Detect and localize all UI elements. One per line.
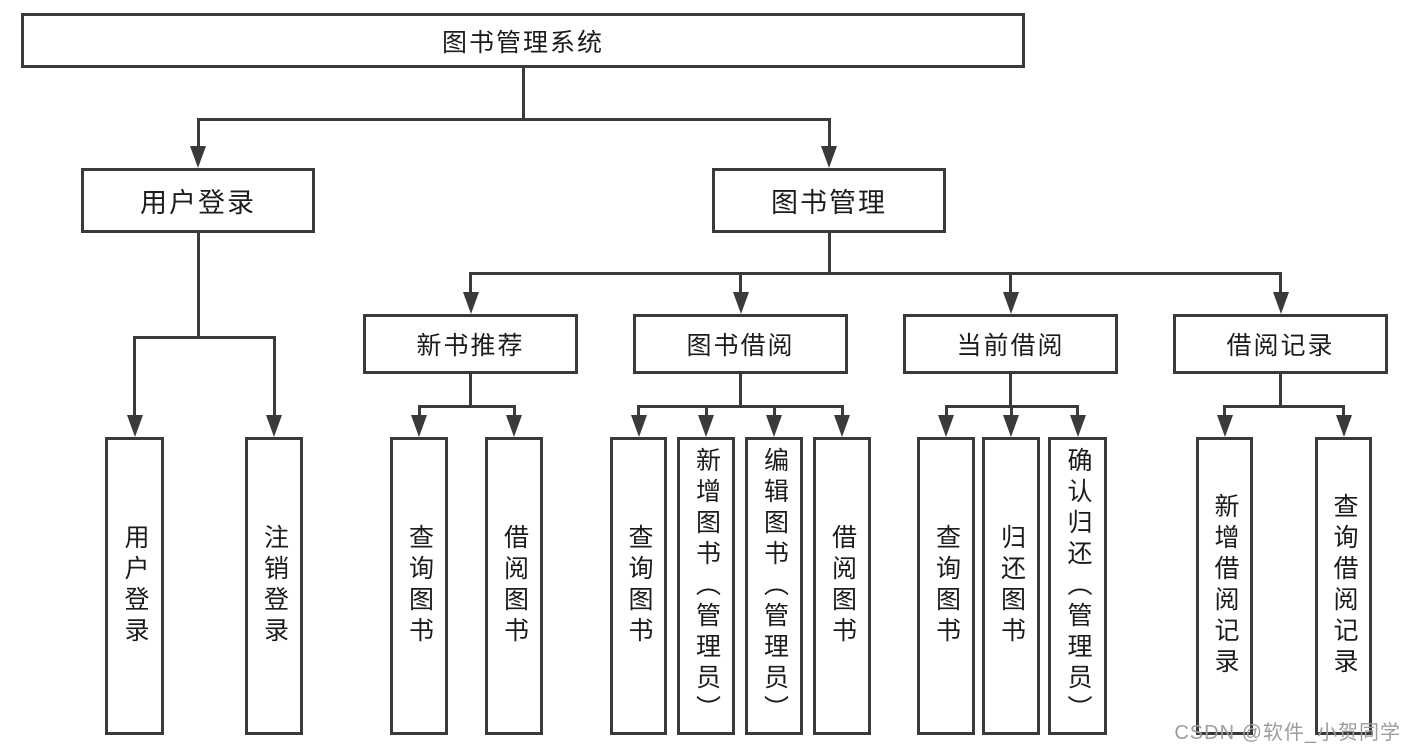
node-label-borrow-edit-books: 编辑图书（管理员） xyxy=(760,446,789,726)
node-new-book-recommend: 新书推荐 xyxy=(363,314,578,374)
arrow-down-icon-book-management xyxy=(821,146,837,168)
node-label-borrow-add-books: 新增图书（管理员） xyxy=(692,446,721,726)
connector-bar-book-borrowing xyxy=(637,405,844,408)
connector-drop-borrow-borrow-books xyxy=(840,405,844,419)
arrow-down-icon-records-query-record xyxy=(1335,415,1352,437)
node-label-records-add-record: 新增借阅记录 xyxy=(1211,493,1239,679)
connector-drop-current-return-books xyxy=(1009,405,1013,419)
connector-drop-borrowing-records xyxy=(1279,272,1282,296)
arrow-down-icon-borrow-query-books xyxy=(630,415,647,437)
node-current-borrowing: 当前借阅 xyxy=(903,314,1118,374)
connector-stem-root xyxy=(521,68,525,121)
watermark: CSDN @软件_小贺同学 xyxy=(1174,722,1401,744)
node-label-current-borrowing: 当前借阅 xyxy=(956,332,1065,360)
arrow-down-icon-current-borrowing xyxy=(1002,292,1019,314)
arrow-down-icon-borrow-edit-books xyxy=(766,415,782,437)
node-borrow-add-books: 新增图书（管理员） xyxy=(677,437,735,735)
connector-bar-new-book-recommend xyxy=(417,405,516,408)
arrow-down-icon-logout xyxy=(266,415,282,437)
node-borrow-borrow-books: 借阅图书 xyxy=(813,437,871,735)
node-label-recommend-query-books: 查询图书 xyxy=(405,524,434,648)
connector-bar-book-management xyxy=(469,272,1282,275)
arrow-down-icon-book-borrowing xyxy=(732,292,749,314)
connector-drop-records-query-record xyxy=(1342,405,1345,419)
node-user-login: 用户登录 xyxy=(105,437,164,735)
connector-bar-root xyxy=(196,118,831,121)
node-records-add-record: 新增借阅记录 xyxy=(1196,437,1253,735)
node-label-recommend-borrow-books: 借阅图书 xyxy=(500,524,529,648)
node-book-borrowing: 图书借阅 xyxy=(633,314,848,374)
connector-drop-logout xyxy=(272,336,276,419)
connector-drop-book-management xyxy=(827,118,831,150)
node-label-borrow-borrow-books: 借阅图书 xyxy=(828,524,857,648)
connector-drop-current-borrowing xyxy=(1009,272,1012,296)
arrow-down-icon-records-add-record xyxy=(1216,415,1233,437)
node-label-user-login-group: 用户登录 xyxy=(140,188,256,218)
node-borrow-edit-books: 编辑图书（管理员） xyxy=(745,437,803,735)
connector-stem-borrowing-records xyxy=(1279,374,1282,408)
node-label-current-confirm-return: 确认归还（管理员） xyxy=(1064,446,1092,726)
connector-drop-new-book-recommend xyxy=(469,272,472,296)
arrow-down-icon-current-query-books xyxy=(938,415,954,437)
node-label-records-query-record: 查询借阅记录 xyxy=(1330,493,1358,679)
arrow-down-icon-current-confirm-return xyxy=(1069,415,1086,437)
connector-stem-book-management xyxy=(827,233,831,275)
node-borrowing-records: 借阅记录 xyxy=(1173,314,1388,374)
node-label-borrow-query-books: 查询图书 xyxy=(625,524,653,648)
node-recommend-borrow-books: 借阅图书 xyxy=(485,437,543,735)
connector-drop-recommend-borrow-books xyxy=(512,405,516,419)
node-current-query-books: 查询图书 xyxy=(917,437,975,735)
node-label-current-query-books: 查询图书 xyxy=(932,524,961,648)
connector-drop-current-confirm-return xyxy=(1076,405,1079,419)
node-label-new-book-recommend: 新书推荐 xyxy=(416,332,525,360)
node-book-management: 图书管理 xyxy=(712,168,946,233)
arrow-down-icon-current-return-books xyxy=(1003,415,1019,437)
node-label-logout: 注销登录 xyxy=(260,524,289,648)
arrow-down-icon-recommend-borrow-books xyxy=(506,415,522,437)
node-label-book-management: 图书管理 xyxy=(771,188,887,218)
connector-bar-user-login-group xyxy=(133,336,276,339)
arrow-down-icon-user-login xyxy=(126,415,143,437)
connector-stem-current-borrowing xyxy=(1009,374,1012,408)
node-borrow-query-books: 查询图书 xyxy=(610,437,667,735)
connector-drop-current-query-books xyxy=(944,405,948,419)
connector-bar-borrowing-records xyxy=(1223,405,1345,408)
connector-stem-user-login-group xyxy=(196,233,200,339)
node-label-root: 图书管理系统 xyxy=(441,28,604,57)
connector-drop-book-borrowing xyxy=(739,272,742,296)
connector-drop-borrow-query-books xyxy=(637,405,640,419)
node-root: 图书管理系统 xyxy=(21,13,1025,68)
node-user-login-group: 用户登录 xyxy=(81,168,315,233)
connector-drop-borrow-edit-books xyxy=(772,405,776,419)
connector-drop-records-add-record xyxy=(1223,405,1226,419)
node-current-confirm-return: 确认归还（管理员） xyxy=(1048,437,1107,735)
node-label-book-borrowing: 图书借阅 xyxy=(686,332,795,360)
node-label-borrowing-records: 借阅记录 xyxy=(1226,332,1335,360)
arrow-down-icon-borrowing-records xyxy=(1272,292,1289,314)
arrow-down-icon-user-login-group xyxy=(190,146,206,168)
arrow-down-icon-borrow-borrow-books xyxy=(834,415,850,437)
node-current-return-books: 归还图书 xyxy=(982,437,1040,735)
connector-drop-recommend-query-books xyxy=(417,405,421,419)
connector-stem-book-borrowing xyxy=(739,374,742,408)
node-recommend-query-books: 查询图书 xyxy=(390,437,448,735)
arrow-down-icon-borrow-add-books xyxy=(698,415,714,437)
connector-drop-user-login xyxy=(133,336,136,419)
connector-drop-user-login-group xyxy=(196,118,200,150)
arrow-down-icon-new-book-recommend xyxy=(462,292,479,314)
node-label-current-return-books: 归还图书 xyxy=(997,524,1026,648)
connector-drop-borrow-add-books xyxy=(704,405,708,419)
node-logout: 注销登录 xyxy=(245,437,303,735)
arrow-down-icon-recommend-query-books xyxy=(411,415,427,437)
node-label-user-login: 用户登录 xyxy=(121,524,149,648)
node-records-query-record: 查询借阅记录 xyxy=(1315,437,1372,735)
connector-stem-new-book-recommend xyxy=(469,374,472,408)
